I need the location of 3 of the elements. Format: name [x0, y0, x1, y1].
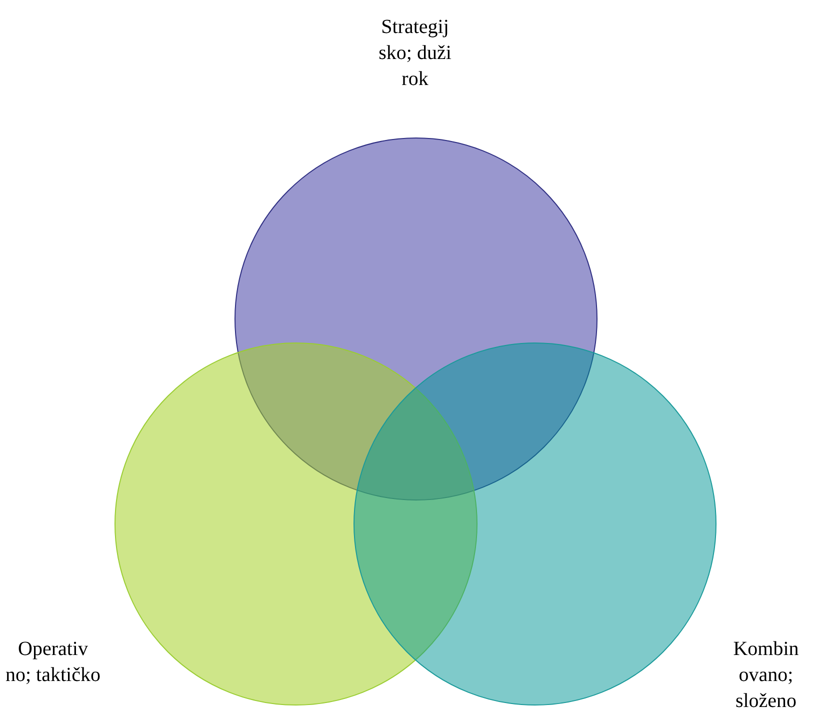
circle-label: Operativ no; taktičko — [4, 637, 102, 688]
circle-label: Strategij sko; duži rok — [378, 15, 452, 92]
circle-label: Kombin ovano; složeno — [732, 637, 800, 714]
